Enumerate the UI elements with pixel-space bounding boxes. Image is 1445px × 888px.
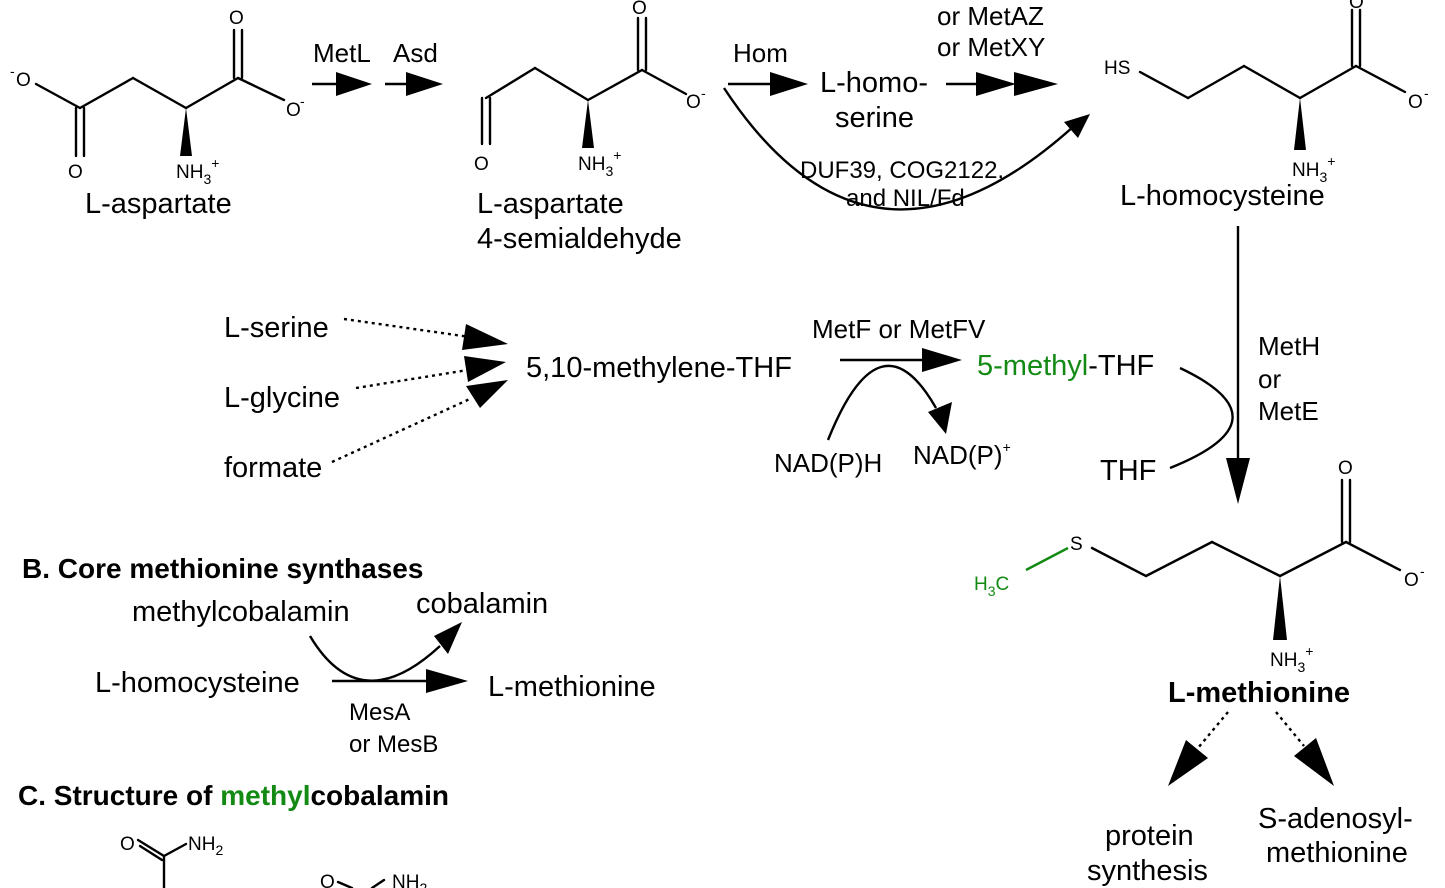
enzyme-meth: MetH bbox=[1258, 331, 1320, 361]
atom-o-minus: O bbox=[1404, 570, 1419, 591]
compound-semialdehyde-line1: L-aspartate bbox=[477, 188, 624, 220]
metl-asd-step: MetL Asd bbox=[312, 38, 443, 96]
compound-nadph: NAD(P)H bbox=[774, 448, 882, 478]
atom-o: O bbox=[474, 154, 489, 175]
enzyme-asd: Asd bbox=[393, 38, 438, 68]
panel-c-title: C. Structure of methylcobalamin bbox=[18, 780, 449, 811]
panel-b-cobalamin: cobalamin bbox=[416, 588, 548, 620]
hom-step: Hom L-homo- serine bbox=[728, 38, 928, 134]
compound-l-glycine: L-glycine bbox=[224, 382, 340, 414]
enzyme-duf39-line2: and NIL/Fd bbox=[846, 185, 965, 212]
panel-b-title: B. Core methionine synthases bbox=[22, 553, 423, 584]
atom-o-minus: O bbox=[16, 70, 31, 91]
amide-label: NH2 bbox=[188, 834, 223, 858]
atom-o: O bbox=[120, 834, 135, 855]
amine-label: NH3+ bbox=[1292, 153, 1335, 185]
fate-sam-line2: methionine bbox=[1266, 837, 1408, 869]
panel-b: B. Core methionine synthases methylcobal… bbox=[22, 553, 656, 758]
enzyme-hom: Hom bbox=[733, 38, 788, 68]
charge-minus: - bbox=[1420, 563, 1425, 579]
panel-b-methylcobalamin: methylcobalamin bbox=[132, 596, 350, 628]
atom-o-minus: O bbox=[286, 100, 301, 121]
panel-b-methionine: L-methionine bbox=[488, 671, 656, 703]
compound-l-serine: L-serine bbox=[224, 312, 329, 344]
charge-minus: - bbox=[300, 93, 305, 109]
charge-minus: - bbox=[701, 85, 706, 101]
panel-b-mesa: MesA bbox=[349, 699, 410, 726]
compound-homoserine-line2: serine bbox=[835, 102, 914, 134]
atom-o: O bbox=[632, 0, 647, 19]
atom-o: O bbox=[229, 8, 244, 29]
amine-label: NH3+ bbox=[1270, 643, 1313, 675]
methionine-fates: protein synthesis S-adenosyl- methionine bbox=[1087, 711, 1413, 887]
enzyme-or: or bbox=[1258, 364, 1281, 394]
compound-semialdehyde-line2: 4-semialdehyde bbox=[477, 223, 682, 255]
semialdehyde-structure: O O O - NH3+ L-aspartate 4-semialdehyde bbox=[474, 0, 706, 255]
homocysteine-structure: HS O - O NH3+ L-homocysteine bbox=[1104, 0, 1429, 212]
compound-l-homocysteine: L-homocysteine bbox=[1120, 180, 1325, 212]
enzyme-metf: MetF or MetFV bbox=[812, 314, 986, 344]
panel-b-homocysteine: L-homocysteine bbox=[95, 667, 300, 699]
fate-sam-line1: S-adenosyl- bbox=[1258, 803, 1413, 835]
charge-minus: - bbox=[1424, 85, 1429, 101]
methionine-structure: O S H3C O - NH3+ L-methionine bbox=[974, 458, 1425, 709]
atom-o: O bbox=[320, 872, 335, 888]
enzyme-mete: MetE bbox=[1258, 396, 1319, 426]
atom-o: O bbox=[1338, 458, 1353, 479]
compound-homoserine-line1: L-homo- bbox=[820, 67, 928, 99]
fate-protein-line1: protein bbox=[1105, 820, 1194, 852]
fate-protein-line2: synthesis bbox=[1087, 855, 1208, 887]
enzyme-metxy: or MetXY bbox=[937, 32, 1045, 62]
compound-thf: THF bbox=[1100, 455, 1156, 487]
metf-step: MetF or MetFV NAD(P)H NAD(P)+ 5-methyl-T… bbox=[774, 314, 1154, 478]
compound-5-methyl-thf: 5-methyl-THF bbox=[977, 350, 1154, 382]
atom-hs: HS bbox=[1104, 58, 1130, 79]
atom-o: O bbox=[68, 162, 83, 183]
amide-label: NH2 bbox=[392, 872, 427, 888]
atom-o: O bbox=[1349, 0, 1364, 13]
compound-formate: formate bbox=[224, 452, 322, 484]
compound-nadp: NAD(P)+ bbox=[913, 439, 1011, 470]
enzyme-duf39-line1: DUF39, COG2122, bbox=[800, 157, 1004, 184]
charge-minus: - bbox=[10, 63, 15, 79]
meth-mete-step: MetH or MetE THF bbox=[1100, 226, 1320, 504]
panel-b-mesb: or MesB bbox=[349, 731, 438, 758]
atom-o-minus: O bbox=[686, 92, 701, 113]
methyl-group-label: H3C bbox=[974, 574, 1009, 599]
amine-label: NH3+ bbox=[578, 147, 621, 179]
compound-l-aspartate: L-aspartate bbox=[85, 188, 232, 220]
compound-l-methionine: L-methionine bbox=[1168, 677, 1350, 709]
one-carbon-donors: L-serine L-glycine formate 5,10-methylen… bbox=[224, 312, 792, 484]
amine-label: NH3+ bbox=[176, 155, 219, 187]
compound-methylene-thf: 5,10-methylene-THF bbox=[526, 352, 792, 384]
panel-c: C. Structure of methylcobalamin O NH2 O … bbox=[18, 780, 449, 888]
enzyme-metl: MetL bbox=[313, 38, 371, 68]
atom-s: S bbox=[1070, 534, 1083, 555]
duf39-bypass: DUF39, COG2122, and NIL/Fd bbox=[722, 87, 1090, 212]
aspartate-structure: O O - O - O NH3+ L-aspartate bbox=[10, 8, 305, 220]
atom-o-minus: O bbox=[1408, 92, 1423, 113]
metaz-metxy-step: or MetAZ or MetXY bbox=[937, 1, 1058, 96]
enzyme-metaz: or MetAZ bbox=[937, 1, 1044, 31]
